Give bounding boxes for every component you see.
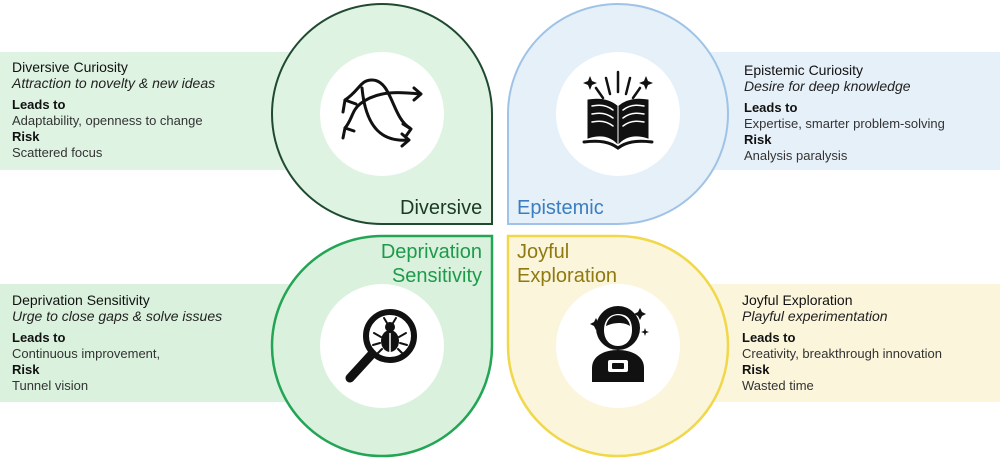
deprivation-petal-label-line1: Deprivation bbox=[380, 241, 482, 263]
risk-text: Scattered focus bbox=[12, 145, 103, 160]
diversive-icon-circle bbox=[320, 52, 444, 176]
joyful-petal-label: Joyful Exploration bbox=[517, 240, 617, 288]
diversive-petal-label: Diversive bbox=[400, 197, 483, 219]
diversive-band bbox=[0, 52, 300, 170]
leads-to-text: Continuous improvement, bbox=[12, 346, 161, 361]
joyful-band bbox=[700, 284, 1000, 402]
risk-text: Tunnel vision bbox=[12, 378, 89, 393]
epistemic-band bbox=[700, 52, 1000, 170]
astronaut-icon bbox=[590, 306, 649, 382]
risk-label: Risk bbox=[742, 362, 770, 377]
leads-to-label: Leads to bbox=[12, 97, 66, 112]
crossing-arrows-icon bbox=[341, 78, 423, 148]
joyful-card: Joyful Exploration Playful experimentati… bbox=[742, 292, 942, 394]
risk-text: Analysis paralysis bbox=[744, 148, 848, 163]
joyful-petal-label-line2: Exploration bbox=[517, 265, 618, 287]
epistemic-card: Epistemic Curiosity Desire for deep know… bbox=[744, 62, 945, 164]
leads-to-text: Expertise, smarter problem-solving bbox=[744, 116, 945, 131]
leads-to-label: Leads to bbox=[742, 330, 796, 345]
leads-to-label: Leads to bbox=[744, 100, 798, 115]
card-title: Epistemic Curiosity bbox=[744, 62, 864, 78]
card-subtitle: Urge to close gaps & solve issues bbox=[12, 308, 223, 324]
risk-label: Risk bbox=[12, 362, 40, 377]
risk-label: Risk bbox=[12, 129, 40, 144]
deprivation-petal-label: Deprivation Sensitivity bbox=[372, 240, 482, 288]
card-subtitle: Desire for deep knowledge bbox=[744, 78, 911, 94]
epistemic-petal-label: Epistemic bbox=[517, 197, 604, 219]
open-book-icon bbox=[582, 70, 654, 150]
card-subtitle: Playful experimentation bbox=[742, 308, 888, 324]
card-title: Joyful Exploration bbox=[742, 292, 853, 308]
risk-text: Wasted time bbox=[742, 378, 814, 393]
joyful-petal-label-line1: Joyful bbox=[517, 241, 570, 263]
magnifier-bug-icon bbox=[345, 309, 417, 383]
leads-to-text: Adaptability, openness to change bbox=[12, 113, 203, 128]
leads-to-text: Creativity, breakthrough innovation bbox=[742, 346, 942, 361]
card-subtitle: Attraction to novelty & new ideas bbox=[12, 75, 216, 91]
risk-label: Risk bbox=[744, 132, 772, 147]
leads-to-label: Leads to bbox=[12, 330, 66, 345]
epistemic-icon-circle bbox=[556, 52, 680, 176]
card-title: Deprivation Sensitivity bbox=[12, 292, 150, 308]
deprivation-card: Deprivation Sensitivity Urge to close ga… bbox=[12, 292, 222, 394]
deprivation-band bbox=[0, 284, 300, 402]
diversive-card: Diversive Curiosity Attraction to novelt… bbox=[12, 59, 215, 161]
card-title: Diversive Curiosity bbox=[12, 59, 128, 75]
deprivation-petal-label-line2: Sensitivity bbox=[391, 265, 482, 287]
